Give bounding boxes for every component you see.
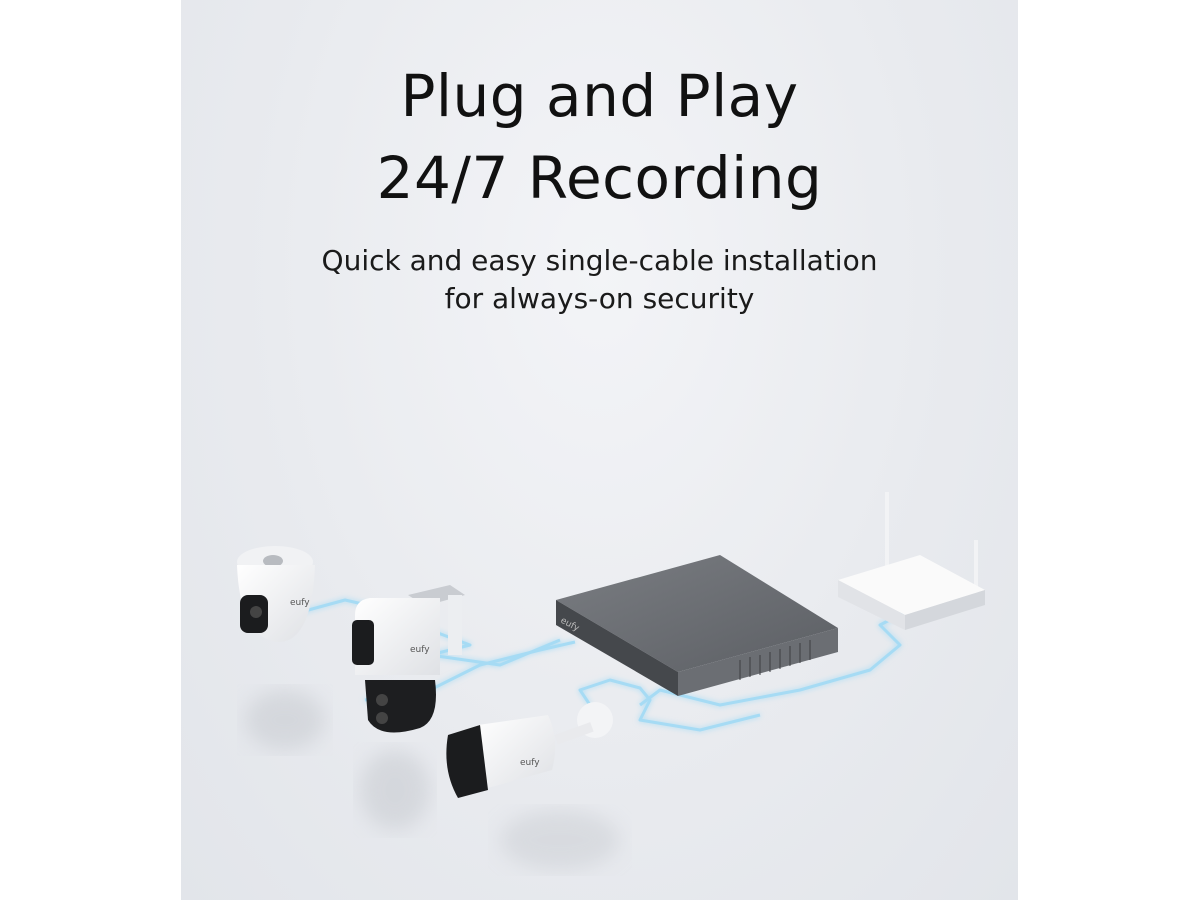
product-banner: Plug and Play 24/7 Recording Quick and e… [181, 0, 1018, 900]
headline-line-1: Plug and Play [400, 62, 799, 130]
network-illustration: eufy eufy eufy [237, 492, 985, 870]
bullet-brand-logo: eufy [520, 758, 540, 768]
cable-bullet [578, 678, 761, 732]
ptz-brand-logo: eufy [410, 645, 430, 655]
subheadline-line-2: for always-on security [444, 282, 755, 315]
subheadline-line-1: Quick and easy single-cable installation [321, 244, 878, 277]
headline-line-2: 24/7 Recording [376, 144, 823, 212]
bullet-camera: eufy [446, 702, 613, 798]
cable-router [639, 610, 906, 707]
nvr-recorder: eufy [556, 555, 838, 696]
turret-camera: eufy [237, 546, 315, 642]
router [838, 492, 985, 630]
dual-lens-pan-tilt-camera: eufy [352, 585, 465, 733]
turret-brand-logo: eufy [290, 598, 310, 608]
